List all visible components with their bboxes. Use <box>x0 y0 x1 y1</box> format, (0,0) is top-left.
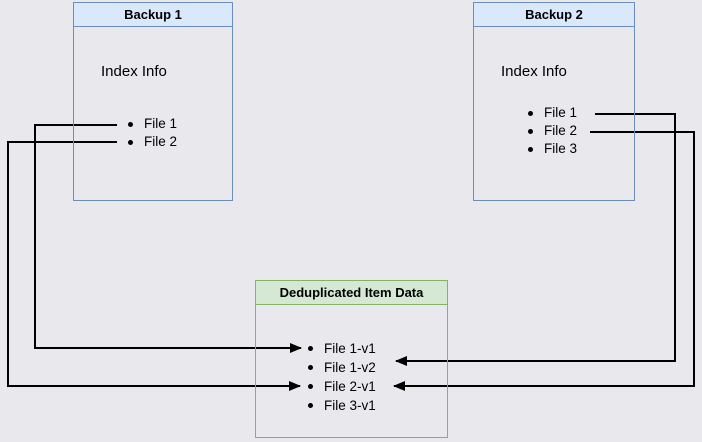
backup1-index-info-label: Index Info <box>101 63 167 80</box>
dedup-item-list: File 1-v1 File 1-v2 File 2-v1 File 3-v1 <box>306 339 376 415</box>
list-item: File 1 <box>126 115 177 133</box>
backup2-title: Backup 2 <box>474 3 634 27</box>
list-item: File 2 <box>526 122 577 140</box>
list-item: File 1-v2 <box>306 358 376 377</box>
backup1-box: Backup 1 Index Info File 1 File 2 <box>73 2 233 201</box>
backup2-box: Backup 2 Index Info File 1 File 2 File 3 <box>473 2 635 201</box>
list-item: File 1 <box>526 104 577 122</box>
backup1-file-list: File 1 File 2 <box>126 115 177 151</box>
dedup-box: Deduplicated Item Data File 1-v1 File 1-… <box>255 280 448 438</box>
backup2-index-info-label: Index Info <box>501 63 567 80</box>
list-item: File 2 <box>126 133 177 151</box>
backup1-title: Backup 1 <box>74 3 232 27</box>
list-item: File 1-v1 <box>306 339 376 358</box>
list-item: File 3 <box>526 140 577 158</box>
list-item: File 2-v1 <box>306 377 376 396</box>
list-item: File 3-v1 <box>306 396 376 415</box>
dedup-title: Deduplicated Item Data <box>256 281 447 305</box>
backup2-file-list: File 1 File 2 File 3 <box>526 104 577 158</box>
